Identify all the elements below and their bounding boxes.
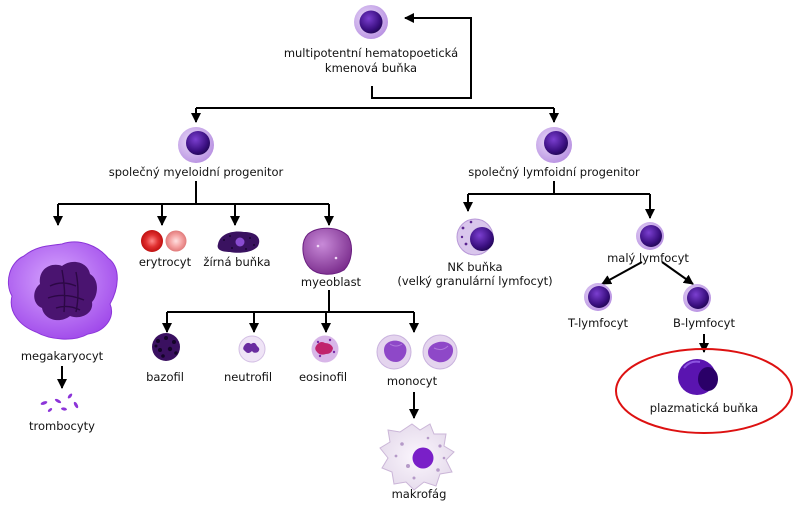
eosinophil-label: eosinofil: [299, 370, 347, 384]
neutrophil-label: neutrofil: [224, 370, 272, 384]
lymphoid-progenitor-label: společný lymfoidní progenitor: [468, 165, 640, 179]
megakaryocyte-icon: [8, 241, 118, 340]
plasma-cell-label: plazmatická buňka: [650, 401, 758, 415]
monocyte-label: monocyt: [387, 374, 438, 388]
lymphoid-progenitor-icon: [536, 127, 572, 163]
highlight-ellipse: [615, 348, 793, 434]
t-lymphocyte-icon: [584, 283, 612, 311]
monocyte-icon: [376, 334, 458, 370]
small-lymphocyte-icon: [636, 222, 664, 250]
macrophage-label: makrofág: [392, 487, 447, 501]
erythrocyte-icon: [141, 230, 187, 252]
b-lymphocyte-label: B-lymfocyt: [673, 316, 735, 330]
platelets-icon: [40, 393, 79, 412]
labels: multipotentní hematopoetická kmenová buň…: [21, 46, 758, 501]
macrophage-icon: [379, 423, 455, 491]
mast-cell-icon: [217, 231, 260, 253]
myeloid-progenitor-label: společný myeloidní progenitor: [109, 165, 284, 179]
mast-cell-label: žírná buňka: [203, 255, 270, 269]
plasma-cell-icon: [678, 359, 718, 395]
t-lymphocyte-label: T-lymfocyt: [567, 316, 629, 330]
nk-cell-icon: [456, 218, 494, 256]
stem-cell-label-1: multipotentní hematopoetická: [284, 46, 458, 60]
b-lymphocyte-icon: [683, 284, 711, 312]
basophil-icon: [152, 333, 180, 361]
platelets-label: trombocyty: [29, 419, 95, 433]
nk-cell-label-2: (velký granulární lymfocyt): [397, 274, 552, 288]
neutrophil-icon: [238, 335, 266, 363]
small-lymphocyte-label: malý lymfocyt: [607, 251, 689, 265]
myeloblast-icon: [302, 227, 352, 275]
myeloblast-label: myeoblast: [301, 275, 362, 289]
connectors: [53, 13, 709, 419]
stem-cell-icon: [354, 5, 388, 39]
stem-cell-label-2: kmenová buňka: [325, 61, 417, 75]
megakaryocyte-label: megakaryocyt: [21, 349, 104, 363]
nk-cell-label-1: NK buňka: [447, 260, 502, 274]
erythrocyte-label: erytrocyt: [139, 255, 192, 269]
eosinophil-icon: [311, 335, 339, 363]
basophil-label: bazofil: [146, 370, 184, 384]
myeloid-progenitor-icon: [178, 127, 214, 163]
